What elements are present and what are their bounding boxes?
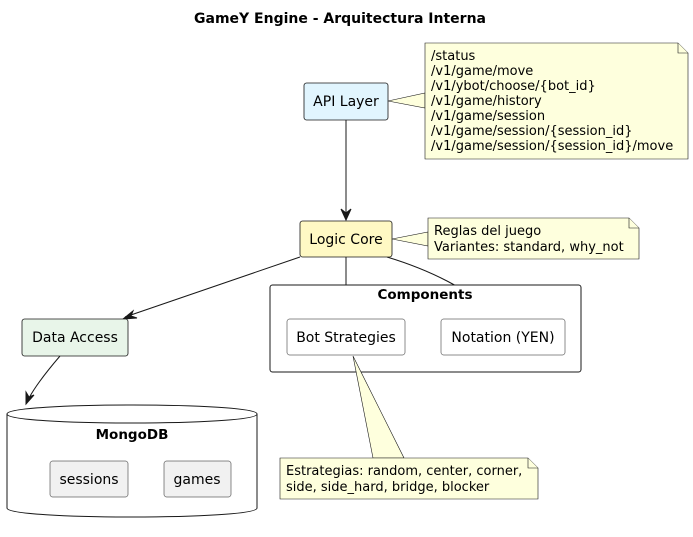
strategies-note: Estrategias: random, center, corner, sid… xyxy=(279,355,539,500)
mongodb-database: MongoDB sessions games xyxy=(6,404,258,518)
bot-strategies-box xyxy=(286,318,406,356)
notation-label: Notation (YEN) xyxy=(451,330,554,346)
games-box xyxy=(163,460,232,498)
strategies-note-line: Estrategias: random, center, corner, xyxy=(286,464,522,479)
logic-note-line: Variantes: standard, why_not xyxy=(434,240,624,255)
api-layer-label: API Layer xyxy=(313,94,379,110)
edge-api-to-logic-arrowhead xyxy=(340,208,352,222)
data-access-box xyxy=(21,318,129,357)
sessions-box xyxy=(49,460,129,498)
bot-strategies-label: Bot Strategies xyxy=(296,330,396,346)
api-endpoint-line: /v1/game/session/{session_id} xyxy=(431,124,633,139)
api-layer-box xyxy=(303,82,389,121)
logic-note-line: Reglas del juego xyxy=(434,224,541,239)
api-endpoint-line: /v1/game/move xyxy=(431,64,533,79)
games-label: games xyxy=(173,472,220,488)
api-endpoint-line: /v1/ybot/choose/{bot_id} xyxy=(431,79,596,94)
logic-core-note: Reglas del juego Variantes: standard, wh… xyxy=(391,217,640,260)
mongodb-cylinder-rim xyxy=(6,413,258,424)
strategies-note-corner xyxy=(527,458,538,469)
strategies-note-box xyxy=(279,457,539,500)
data-access-label: Data Access xyxy=(32,330,118,346)
api-note-connector xyxy=(387,92,426,109)
api-endpoint-line: /v1/game/session/{session_id}/move xyxy=(431,139,673,154)
logic-core-node: Logic Core xyxy=(299,220,393,258)
mongodb-label: MongoDB xyxy=(96,427,169,443)
logic-note-connector xyxy=(391,231,429,247)
diagram-title: GameY Engine - Arquitectura Interna xyxy=(194,11,486,27)
api-endpoint-line: /v1/game/history xyxy=(431,94,542,109)
strategies-note-line: side, side_hard, bridge, blocker xyxy=(286,480,490,495)
logic-note-box xyxy=(427,217,640,260)
logic-core-label: Logic Core xyxy=(309,232,382,248)
api-note-corner xyxy=(677,43,688,54)
api-layer-node: API Layer xyxy=(303,82,389,121)
logic-note-corner xyxy=(628,218,639,229)
api-note-box xyxy=(424,42,689,160)
edge-data-access-to-mongodb-arrowhead xyxy=(25,390,35,406)
api-endpoint-line: /v1/game/session xyxy=(431,109,545,124)
notation-box xyxy=(440,318,566,356)
data-access-node: Data Access xyxy=(21,318,129,357)
edge-logic-to-data-access xyxy=(124,256,301,318)
edge-data-access-to-mongodb xyxy=(28,355,61,399)
components-package: Components Bot Strategies Notation (YEN) xyxy=(269,284,582,373)
edge-logic-to-data-access-arrowhead xyxy=(121,309,138,320)
components-label: Components xyxy=(377,287,472,303)
api-endpoints-note: /status /v1/game/move /v1/ybot/choose/{b… xyxy=(387,42,689,160)
api-endpoint-line: /status xyxy=(431,49,476,64)
sessions-label: sessions xyxy=(59,472,118,488)
